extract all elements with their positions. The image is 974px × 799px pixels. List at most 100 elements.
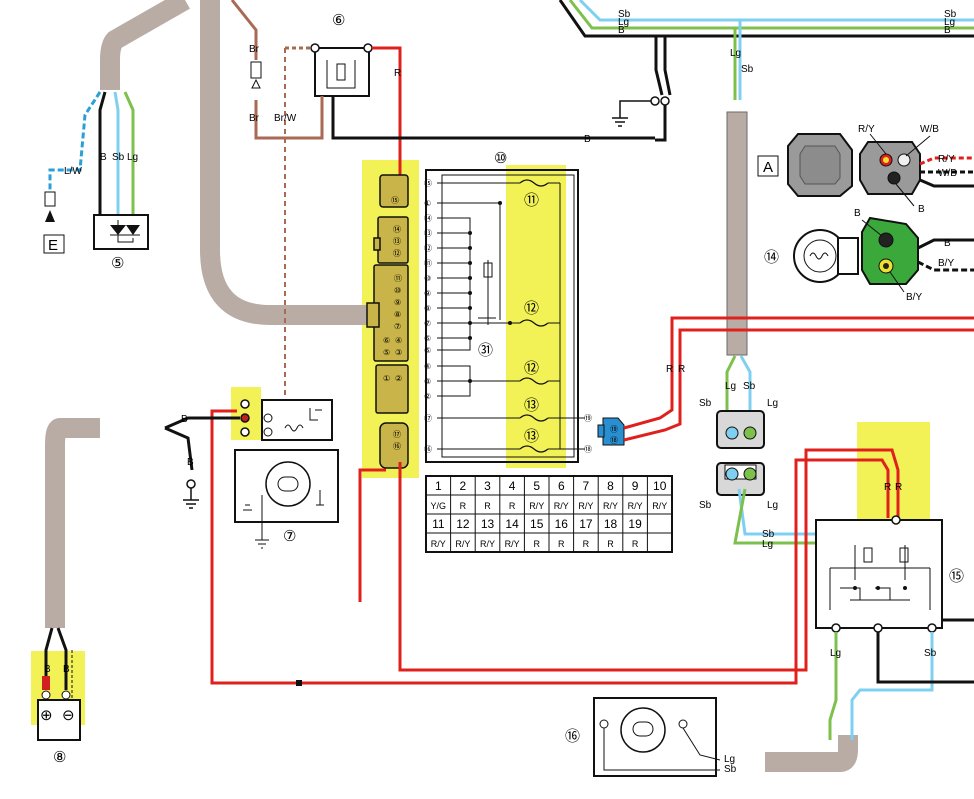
ground-starter: [183, 479, 199, 509]
conn-pin-1: ①: [383, 374, 390, 383]
table-pin-cell: 7: [583, 479, 590, 493]
wire-label-lg-mid: Lg: [730, 48, 741, 59]
fuse-box-10: [425, 169, 585, 463]
fb-pin-5: ⑤: [424, 346, 431, 355]
conn-pin-5: ⑤: [383, 348, 390, 357]
arrow-br: [251, 78, 261, 89]
wire-label-5-lg: Lg: [127, 152, 138, 163]
table-color-cell: R: [509, 501, 516, 511]
wire-label-lg-low: Lg: [725, 381, 736, 392]
fb-pin-6: ⑥: [424, 334, 431, 343]
label-b-14r: B: [944, 238, 951, 249]
fuse-label-12a: ⑫: [524, 300, 539, 317]
table-pin-cell: 6: [558, 479, 565, 493]
left-wires: [48, 91, 135, 215]
blue-connector: [597, 417, 625, 446]
table-pin-cell: 1: [435, 479, 442, 493]
wire-color-table: [425, 475, 673, 553]
wire-label-rr1: R: [884, 482, 891, 493]
top-wires: [558, 0, 974, 100]
fuse-label-13b: ⑬: [524, 428, 539, 445]
fb-pin-10: ⑩: [424, 274, 431, 283]
leaders-a: [869, 133, 931, 207]
harness-outlines: [726, 111, 748, 356]
red-wires-right: [623, 316, 974, 442]
wire-label-r1: R: [666, 364, 673, 375]
wires-14-right: [917, 238, 974, 272]
battery-plus: ⊕: [40, 707, 53, 724]
fb-pin-13: ⑬: [424, 229, 432, 238]
table-pin-cell: 16: [555, 517, 569, 531]
fb-pin-9: ⑨: [424, 289, 431, 298]
table-color-cell: R/Y: [455, 539, 470, 549]
wire-label-lg-bot: Lg: [830, 648, 841, 659]
label-e: E: [48, 237, 58, 254]
fuse-label-13a: ⑬: [524, 397, 539, 414]
fb-pin-17: ⑰: [424, 414, 432, 423]
fb-pin-7: ⑦: [424, 319, 431, 328]
table-color-cell: R/Y: [603, 501, 618, 511]
connector-stack: [366, 174, 409, 469]
conn-pin-6: ⑥: [383, 336, 390, 345]
wire-label-sb16: Sb: [724, 764, 737, 775]
wire-label-lw: L/W: [64, 166, 82, 177]
fb-pin-14: ⑭: [424, 214, 432, 223]
wire-label-lg-top: Lg: [618, 17, 629, 28]
conn-label-sb-lower: Sb: [699, 500, 712, 511]
callout-31: ㉛: [478, 342, 493, 359]
table-color-cell: R: [484, 501, 491, 511]
table-pin-cell: 2: [460, 479, 467, 493]
label-ry-a: R/Y: [858, 124, 875, 135]
wire-label-b-relay: B: [584, 134, 591, 145]
leaders-14: [861, 219, 905, 293]
wire-label-sb-low: Sb: [743, 381, 756, 392]
wires-below-15: [828, 618, 974, 740]
callout-14: ⑭: [764, 249, 779, 266]
diode-module-5: [93, 214, 149, 250]
conn-pin-3: ③: [395, 348, 402, 357]
table-pin-cell: 12: [456, 517, 470, 531]
label-wb-a: W/B: [920, 124, 939, 135]
harness-bundles: [45, 0, 858, 772]
wire-label-lg15: Lg: [762, 539, 773, 550]
connector-e: [44, 191, 56, 207]
box-a: [757, 155, 779, 177]
callout-7: ⑦: [283, 528, 296, 545]
table-color-cell: Y/G: [431, 501, 447, 511]
table-color-cell: R/Y: [578, 501, 593, 511]
callout-8: ⑧: [53, 749, 66, 766]
table-color-cell: R/Y: [505, 539, 520, 549]
table-color-cell: R: [558, 539, 565, 549]
connector-upper: [716, 410, 765, 449]
relay-box-15: [815, 515, 943, 633]
table-color-cell: R/Y: [480, 539, 495, 549]
wire-label-batt-b2: B: [63, 664, 70, 675]
conn-pin-4: ④: [395, 336, 402, 345]
conn-pin-11: ⑪: [394, 274, 402, 283]
fb-pin-2: ②: [424, 392, 431, 401]
wire-label-lg-top-right: Lg: [944, 17, 955, 28]
table-pin-cell: 14: [505, 517, 519, 531]
wire-label-b-top: B: [618, 25, 625, 36]
wire-label-lg16: Lg: [724, 754, 735, 765]
wire-label-5-sb: Sb: [112, 152, 125, 163]
wire-label-sb-bot: Sb: [924, 648, 937, 659]
table-color-cell: R/Y: [652, 501, 667, 511]
table-pin-cell: 9: [632, 479, 639, 493]
table-color-cell: R: [533, 539, 540, 549]
battery-fuse: [42, 676, 50, 690]
wire-label-sb-top-right: Sb: [944, 9, 957, 20]
starter-relay: [240, 399, 333, 441]
fb-pin-19: ⑲: [584, 414, 592, 423]
wires-to-15: [733, 488, 815, 545]
table-pin-cell: 17: [579, 517, 593, 531]
label-by-14: B/Y: [906, 292, 922, 303]
conn-pin-16: ⑯: [393, 442, 401, 451]
wire-label-br-top: Br: [249, 44, 260, 55]
conn-pin-10: ⑩: [394, 286, 401, 295]
fb-pin-12: ⑫: [424, 244, 432, 253]
table-pin-cell: 3: [484, 479, 491, 493]
table-pin-cell: 11: [432, 517, 445, 531]
wire-label-br-bottom: Br: [249, 113, 260, 124]
